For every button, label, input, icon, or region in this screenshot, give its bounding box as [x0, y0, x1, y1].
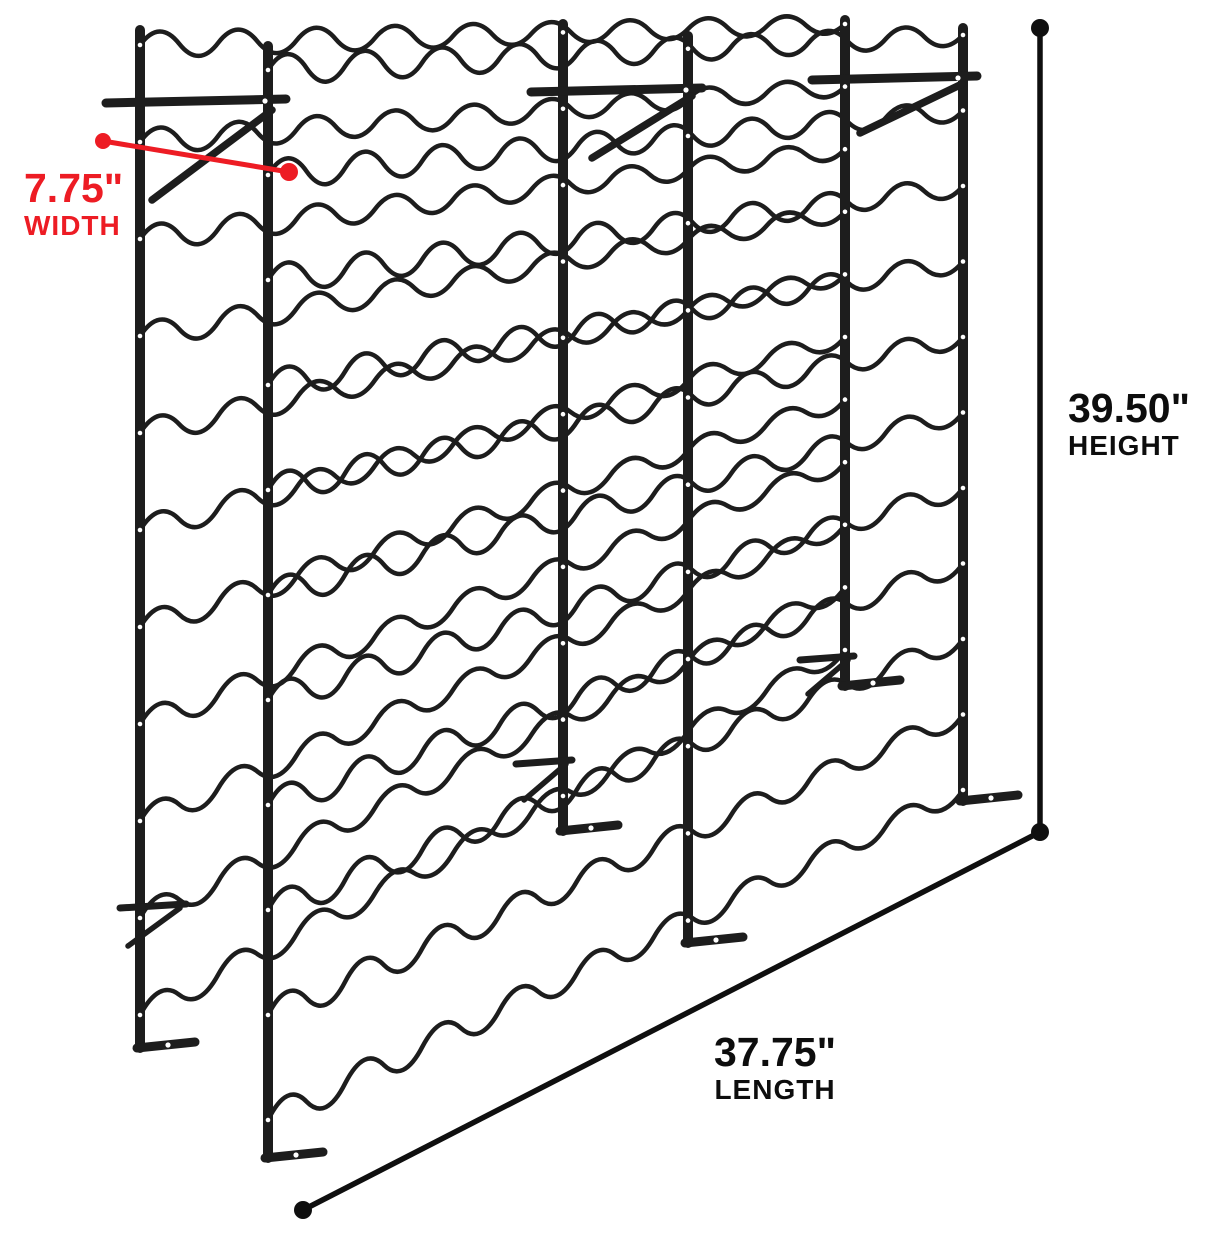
rack-rivets — [137, 21, 994, 1158]
rack-brackets — [101, 71, 982, 949]
length-dimension-label: 37.75" LENGTH — [605, 1029, 945, 1105]
height-value: 39.50" — [1068, 385, 1191, 431]
height-word: HEIGHT — [1068, 429, 1180, 461]
width-word: WIDTH — [24, 209, 121, 241]
width-dimension-label: 7.75" WIDTH — [24, 165, 124, 241]
height-dimension-line — [1031, 19, 1049, 841]
length-dimension-line — [294, 829, 1042, 1219]
width-value: 7.75" — [24, 165, 124, 211]
height-dimension-label: 39.50" HEIGHT — [1068, 385, 1191, 461]
length-value: 37.75" — [713, 1029, 837, 1075]
length-word: LENGTH — [714, 1073, 836, 1105]
rack-posts — [135, 15, 968, 1163]
width-dimension-line — [95, 133, 298, 181]
